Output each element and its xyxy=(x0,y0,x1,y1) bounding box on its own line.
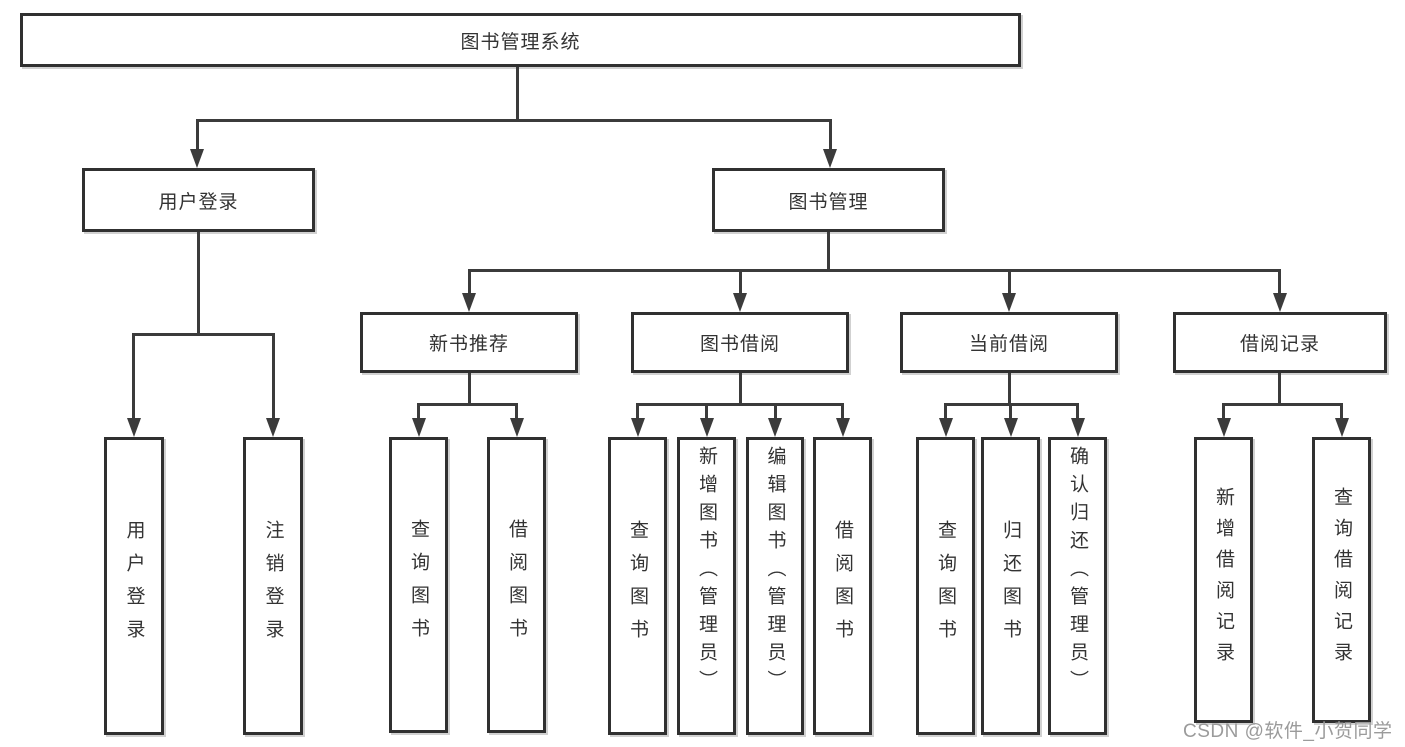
node-label: 借阅记录 xyxy=(1239,334,1320,355)
node-leaf-logout: 注销登录 xyxy=(243,437,303,735)
connector-leaf xyxy=(1009,403,1012,419)
connector-leaf xyxy=(705,403,708,419)
node-leaf-borrow-books-1: 借阅图书 xyxy=(487,437,546,733)
node-borrow-records: 借阅记录 xyxy=(1173,312,1387,373)
connector-to-login xyxy=(132,333,135,418)
node-label: 归还图书 xyxy=(1000,520,1021,652)
arrow-down-icon xyxy=(1002,293,1016,312)
node-leaf-add-borrow-record: 新增借阅记录 xyxy=(1194,437,1253,723)
arrow-down-icon xyxy=(630,418,645,437)
connector-borrow-records-branch xyxy=(1222,403,1343,406)
arrow-down-icon xyxy=(835,418,850,437)
node-label: 查询借阅记录 xyxy=(1331,487,1352,673)
arrow-down-icon xyxy=(823,149,837,168)
connector-leaf xyxy=(841,403,844,419)
connector-leaf xyxy=(417,403,420,419)
node-leaf-return-books: 归还图书 xyxy=(981,437,1040,735)
arrow-down-icon xyxy=(1334,418,1349,437)
connector-new-book-rec-branch xyxy=(417,403,518,406)
connector-leaf xyxy=(636,403,639,419)
node-label: 查询图书 xyxy=(627,520,648,652)
connector-new-book-rec-stub xyxy=(467,373,471,406)
node-label: 确认归还（管理员） xyxy=(1067,446,1088,698)
node-label: 图书管理系统 xyxy=(460,31,581,53)
node-label: 新增借阅记录 xyxy=(1213,487,1234,673)
connector-current-borrow-stub xyxy=(1007,373,1011,406)
connector-leaf xyxy=(773,403,777,419)
arrow-down-icon xyxy=(509,418,524,437)
node-book-mgmt: 图书管理 xyxy=(712,168,945,232)
node-library-system: 图书管理系统 xyxy=(20,13,1021,67)
connector-to-new-book-rec xyxy=(467,269,471,294)
arrow-down-icon xyxy=(938,418,953,437)
connector-leaf xyxy=(1340,403,1343,419)
connector-to-logout xyxy=(271,333,275,418)
csdn-watermark: CSDN @软件_小贺同学 xyxy=(1183,721,1393,742)
connector-borrow-records-stub xyxy=(1277,373,1281,406)
node-label: 借阅图书 xyxy=(506,519,527,651)
connector-to-current-borrow xyxy=(1007,269,1011,294)
connector-leaf xyxy=(1222,403,1225,419)
arrow-down-icon xyxy=(411,418,426,437)
arrow-down-icon xyxy=(733,293,747,312)
node-label: 图书管理 xyxy=(788,191,869,213)
arrow-down-icon xyxy=(1003,418,1018,437)
arrow-down-icon xyxy=(1070,418,1085,437)
connector-book-mgmt-stub xyxy=(827,232,830,272)
node-label: 用户登录 xyxy=(123,520,145,652)
node-new-book-rec: 新书推荐 xyxy=(360,312,578,373)
connector-leaf xyxy=(515,403,518,419)
node-label: 查询图书 xyxy=(408,519,429,651)
node-leaf-query-books-3: 查询图书 xyxy=(916,437,975,735)
node-leaf-confirm-return-admin: 确认归还（管理员） xyxy=(1048,437,1107,735)
node-leaf-query-books-1: 查询图书 xyxy=(389,437,448,733)
node-label: 新书推荐 xyxy=(428,334,509,355)
node-leaf-edit-books-admin: 编辑图书（管理员） xyxy=(746,437,804,735)
arrow-down-icon xyxy=(699,418,714,437)
connector-book-borrow-branch xyxy=(636,403,844,406)
node-label: 新增图书（管理员） xyxy=(696,446,717,698)
connector-to-borrow-records xyxy=(1278,269,1281,294)
connector-to-book-borrow xyxy=(738,269,742,294)
connector-leaf xyxy=(1076,403,1079,419)
connector-to-user-login xyxy=(195,119,199,152)
arrow-down-icon xyxy=(1216,418,1231,437)
connector-root-branch xyxy=(195,119,832,122)
node-leaf-query-books-2: 查询图书 xyxy=(608,437,667,735)
node-label: 图书借阅 xyxy=(699,334,780,355)
connector-book-mgmt-branch xyxy=(467,269,1281,272)
node-leaf-user-login: 用户登录 xyxy=(104,437,164,735)
connector-book-borrow-stub xyxy=(738,373,742,406)
connector-leaf xyxy=(944,403,947,419)
arrow-down-icon xyxy=(190,149,204,168)
node-label: 查询图书 xyxy=(935,520,956,652)
node-user-login: 用户登录 xyxy=(82,168,315,232)
node-leaf-add-books-admin: 新增图书（管理员） xyxy=(677,437,736,735)
connector-user-login-branch xyxy=(132,333,275,336)
node-leaf-query-borrow-record: 查询借阅记录 xyxy=(1312,437,1371,723)
connector-to-book-mgmt xyxy=(828,119,832,152)
node-current-borrow: 当前借阅 xyxy=(900,312,1118,373)
node-label: 借阅图书 xyxy=(832,520,853,652)
connector-user-login-stub xyxy=(196,232,200,336)
arrow-down-icon xyxy=(126,418,141,437)
node-label: 当前借阅 xyxy=(968,334,1049,355)
arrow-down-icon xyxy=(266,418,280,437)
node-label: 注销登录 xyxy=(262,520,284,652)
connector-root-stub xyxy=(515,67,519,121)
node-label: 编辑图书（管理员） xyxy=(764,446,786,698)
node-book-borrow: 图书借阅 xyxy=(631,312,849,373)
arrow-down-icon xyxy=(1272,293,1287,312)
node-label: 用户登录 xyxy=(158,191,239,213)
arrow-down-icon xyxy=(768,418,782,437)
arrow-down-icon xyxy=(462,293,476,312)
node-leaf-borrow-books-2: 借阅图书 xyxy=(813,437,872,735)
